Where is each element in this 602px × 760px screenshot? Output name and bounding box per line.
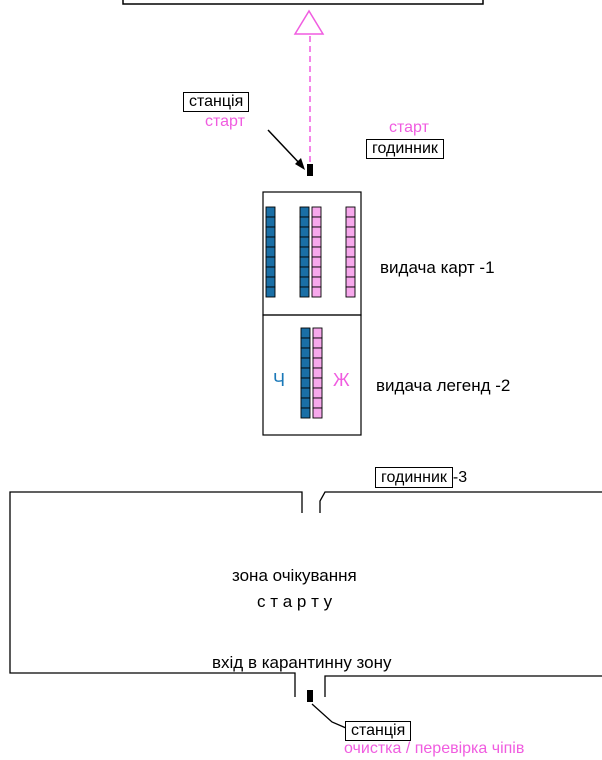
start-clock-top-label: старт bbox=[389, 119, 429, 136]
legend-column-pink-slot bbox=[312, 367, 323, 379]
legend-column-pink-slot bbox=[312, 387, 323, 399]
card-column-blue-2-slot bbox=[299, 276, 310, 288]
legend-column-pink-slot bbox=[312, 327, 323, 339]
card-column-blue-2-slot bbox=[299, 216, 310, 228]
card-column-pink-1-slot bbox=[311, 246, 322, 258]
clock-3-label: годинник bbox=[375, 467, 453, 488]
start-station-pointer-arrowhead bbox=[295, 158, 305, 170]
legend-column-pink-slot bbox=[312, 377, 323, 389]
quarantine-entrance-label: вхід в карантинну зону bbox=[212, 653, 392, 672]
card-column-blue-2-slot bbox=[299, 206, 310, 218]
card-column-pink-1-slot bbox=[311, 286, 322, 298]
female-marker: Ж bbox=[333, 370, 350, 390]
start-triangle-icon bbox=[293, 9, 325, 35]
card-column-pink-2-slot bbox=[345, 216, 356, 228]
legend-column-blue-slot bbox=[300, 357, 311, 369]
card-column-pink-1-slot bbox=[311, 206, 322, 218]
card-column-pink-2-slot bbox=[345, 246, 356, 258]
card-column-pink-2-slot bbox=[345, 276, 356, 288]
card-column-pink-2 bbox=[345, 206, 356, 298]
card-column-pink-2-slot bbox=[345, 286, 356, 298]
card-column-blue-1-slot bbox=[265, 216, 276, 228]
start-station-sub-label: старт bbox=[205, 113, 245, 130]
legend-column-blue-slot bbox=[300, 377, 311, 389]
card-column-blue-1-slot bbox=[265, 276, 276, 288]
bottom-station-marker bbox=[307, 690, 313, 702]
legend-column-blue-slot bbox=[300, 407, 311, 419]
legend-column-blue-slot bbox=[300, 367, 311, 379]
male-marker: Ч bbox=[273, 370, 285, 390]
card-column-blue-2-slot bbox=[299, 236, 310, 248]
card-column-blue-2-slot bbox=[299, 286, 310, 298]
legend-issue-box bbox=[262, 314, 362, 436]
card-column-blue-1 bbox=[265, 206, 276, 298]
card-column-pink-1-slot bbox=[311, 276, 322, 288]
start-station-pointer-line bbox=[267, 129, 303, 167]
bottom-station-sub-label: очистка / перевірка чіпів bbox=[344, 740, 525, 757]
card-column-pink-2-slot bbox=[345, 206, 356, 218]
card-column-pink-2-slot bbox=[345, 226, 356, 238]
legend-column-pink bbox=[312, 327, 323, 419]
card-column-pink-2-slot bbox=[345, 256, 356, 268]
card-column-blue-1-slot bbox=[265, 256, 276, 268]
waiting-zone-wall-bottom-right bbox=[324, 675, 602, 697]
legend-column-blue-slot bbox=[300, 347, 311, 359]
card-column-blue-1-slot bbox=[265, 286, 276, 298]
start-station-marker bbox=[307, 164, 313, 176]
legend-issue-label: видача легенд -2 bbox=[376, 376, 511, 395]
card-column-pink-1-slot bbox=[311, 226, 322, 238]
card-column-blue-1-slot bbox=[265, 266, 276, 278]
bottom-station-label: станція bbox=[345, 721, 412, 741]
card-column-blue-1-slot bbox=[265, 236, 276, 248]
card-column-pink-1 bbox=[311, 206, 322, 298]
card-column-pink-1-slot bbox=[311, 266, 322, 278]
start-station-label: станція bbox=[183, 92, 250, 112]
legend-column-blue-slot bbox=[300, 327, 311, 339]
waiting-zone-wall-right bbox=[319, 491, 602, 513]
card-column-blue-2-slot bbox=[299, 256, 310, 268]
card-column-pink-1-slot bbox=[311, 236, 322, 248]
waiting-zone-wall-left bbox=[9, 491, 303, 697]
start-clock-label: годинник bbox=[366, 139, 444, 159]
card-column-blue-2-slot bbox=[299, 266, 310, 278]
card-column-pink-2-slot bbox=[345, 236, 356, 248]
legend-column-pink-slot bbox=[312, 357, 323, 369]
waiting-zone-subtitle: с т а р т у bbox=[257, 592, 333, 611]
legend-column-pink-slot bbox=[312, 407, 323, 419]
card-column-blue-2-slot bbox=[299, 246, 310, 258]
card-slot-columns bbox=[265, 206, 356, 298]
legend-column-blue-slot bbox=[300, 337, 311, 349]
card-column-blue-1-slot bbox=[265, 226, 276, 238]
legend-column-blue-slot bbox=[300, 397, 311, 409]
legend-column-pink-slot bbox=[312, 397, 323, 409]
card-column-blue-1-slot bbox=[265, 206, 276, 218]
card-column-blue-1-slot bbox=[265, 246, 276, 258]
waiting-zone-title: зона очікування bbox=[232, 566, 357, 585]
legend-slot-columns bbox=[300, 327, 323, 419]
legend-column-pink-slot bbox=[312, 337, 323, 349]
card-column-blue-2-slot bbox=[299, 226, 310, 238]
card-column-pink-2-slot bbox=[345, 266, 356, 278]
card-issue-label: видача карт -1 bbox=[380, 258, 495, 277]
card-column-pink-1-slot bbox=[311, 256, 322, 268]
bottom-station-pointer-line bbox=[311, 703, 347, 729]
card-column-blue-2 bbox=[299, 206, 310, 298]
legend-column-blue-slot bbox=[300, 387, 311, 399]
top-banner-frame bbox=[122, 0, 484, 5]
legend-column-pink-slot bbox=[312, 347, 323, 359]
legend-column-blue bbox=[300, 327, 311, 419]
clock-3-number: -3 bbox=[452, 469, 468, 486]
clock-3-group: годинник-3 bbox=[375, 467, 468, 488]
card-column-pink-1-slot bbox=[311, 216, 322, 228]
